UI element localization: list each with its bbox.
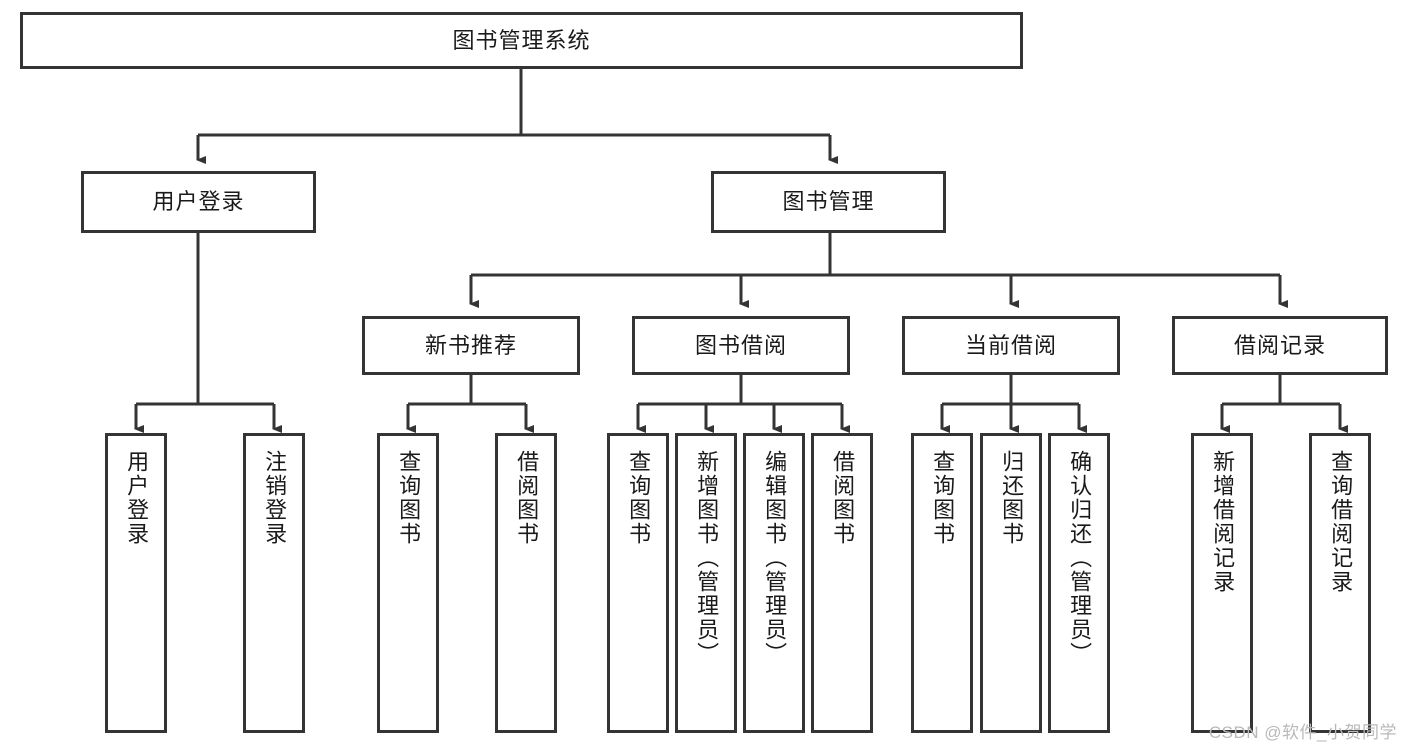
node-label: 编辑图书（管理员） [762, 450, 788, 666]
node-root-system[interactable]: 图书管理系统 [20, 12, 1023, 69]
leaf-record-query[interactable]: 查询借阅记录 [1309, 433, 1371, 733]
node-label: 查询借阅记录 [1328, 450, 1354, 594]
leaf-user-logout[interactable]: 注销登录 [243, 433, 305, 733]
node-label: 查询图书 [930, 450, 956, 546]
leaf-record-add[interactable]: 新增借阅记录 [1191, 433, 1253, 733]
node-label: 图书管理系统 [452, 27, 591, 53]
node-label: 新增图书（管理员） [694, 450, 720, 666]
node-label: 新书推荐 [424, 332, 517, 358]
leaf-current-confirm-return[interactable]: 确认归还（管理员） [1048, 433, 1110, 733]
node-borrow-record[interactable]: 借阅记录 [1172, 316, 1388, 375]
node-label: 新增借阅记录 [1210, 450, 1236, 594]
node-new-book-recommend[interactable]: 新书推荐 [362, 316, 580, 375]
watermark-text: CSDN @软件_小贺同学 [1208, 723, 1397, 742]
leaf-borrow-query-book[interactable]: 查询图书 [607, 433, 669, 733]
leaf-current-return-book[interactable]: 归还图书 [980, 433, 1042, 733]
node-label: 查询图书 [396, 450, 422, 546]
node-label: 图书借阅 [694, 332, 787, 358]
leaf-recommend-borrow-book[interactable]: 借阅图书 [495, 433, 557, 733]
leaf-borrow-edit-book[interactable]: 编辑图书（管理员） [743, 433, 805, 733]
node-label: 用户登录 [152, 189, 245, 215]
node-user-login[interactable]: 用户登录 [81, 171, 316, 233]
node-label: 用户登录 [124, 450, 150, 546]
node-label: 注销登录 [262, 450, 288, 546]
node-label: 借阅图书 [830, 450, 856, 546]
node-label: 确认归还（管理员） [1067, 450, 1093, 666]
leaf-borrow-add-book[interactable]: 新增图书（管理员） [675, 433, 737, 733]
node-label: 借阅记录 [1233, 332, 1326, 358]
leaf-current-query-book[interactable]: 查询图书 [911, 433, 973, 733]
node-label: 图书管理 [782, 189, 875, 215]
node-book-management[interactable]: 图书管理 [711, 171, 946, 233]
leaf-borrow-borrow-book[interactable]: 借阅图书 [811, 433, 873, 733]
node-current-borrow[interactable]: 当前借阅 [902, 316, 1120, 375]
leaf-recommend-query-book[interactable]: 查询图书 [377, 433, 439, 733]
node-label: 借阅图书 [514, 450, 540, 546]
node-label: 查询图书 [626, 450, 652, 546]
leaf-user-login[interactable]: 用户登录 [105, 433, 167, 733]
node-book-borrow[interactable]: 图书借阅 [632, 316, 850, 375]
node-label: 归还图书 [999, 450, 1025, 546]
node-label: 当前借阅 [964, 332, 1057, 358]
